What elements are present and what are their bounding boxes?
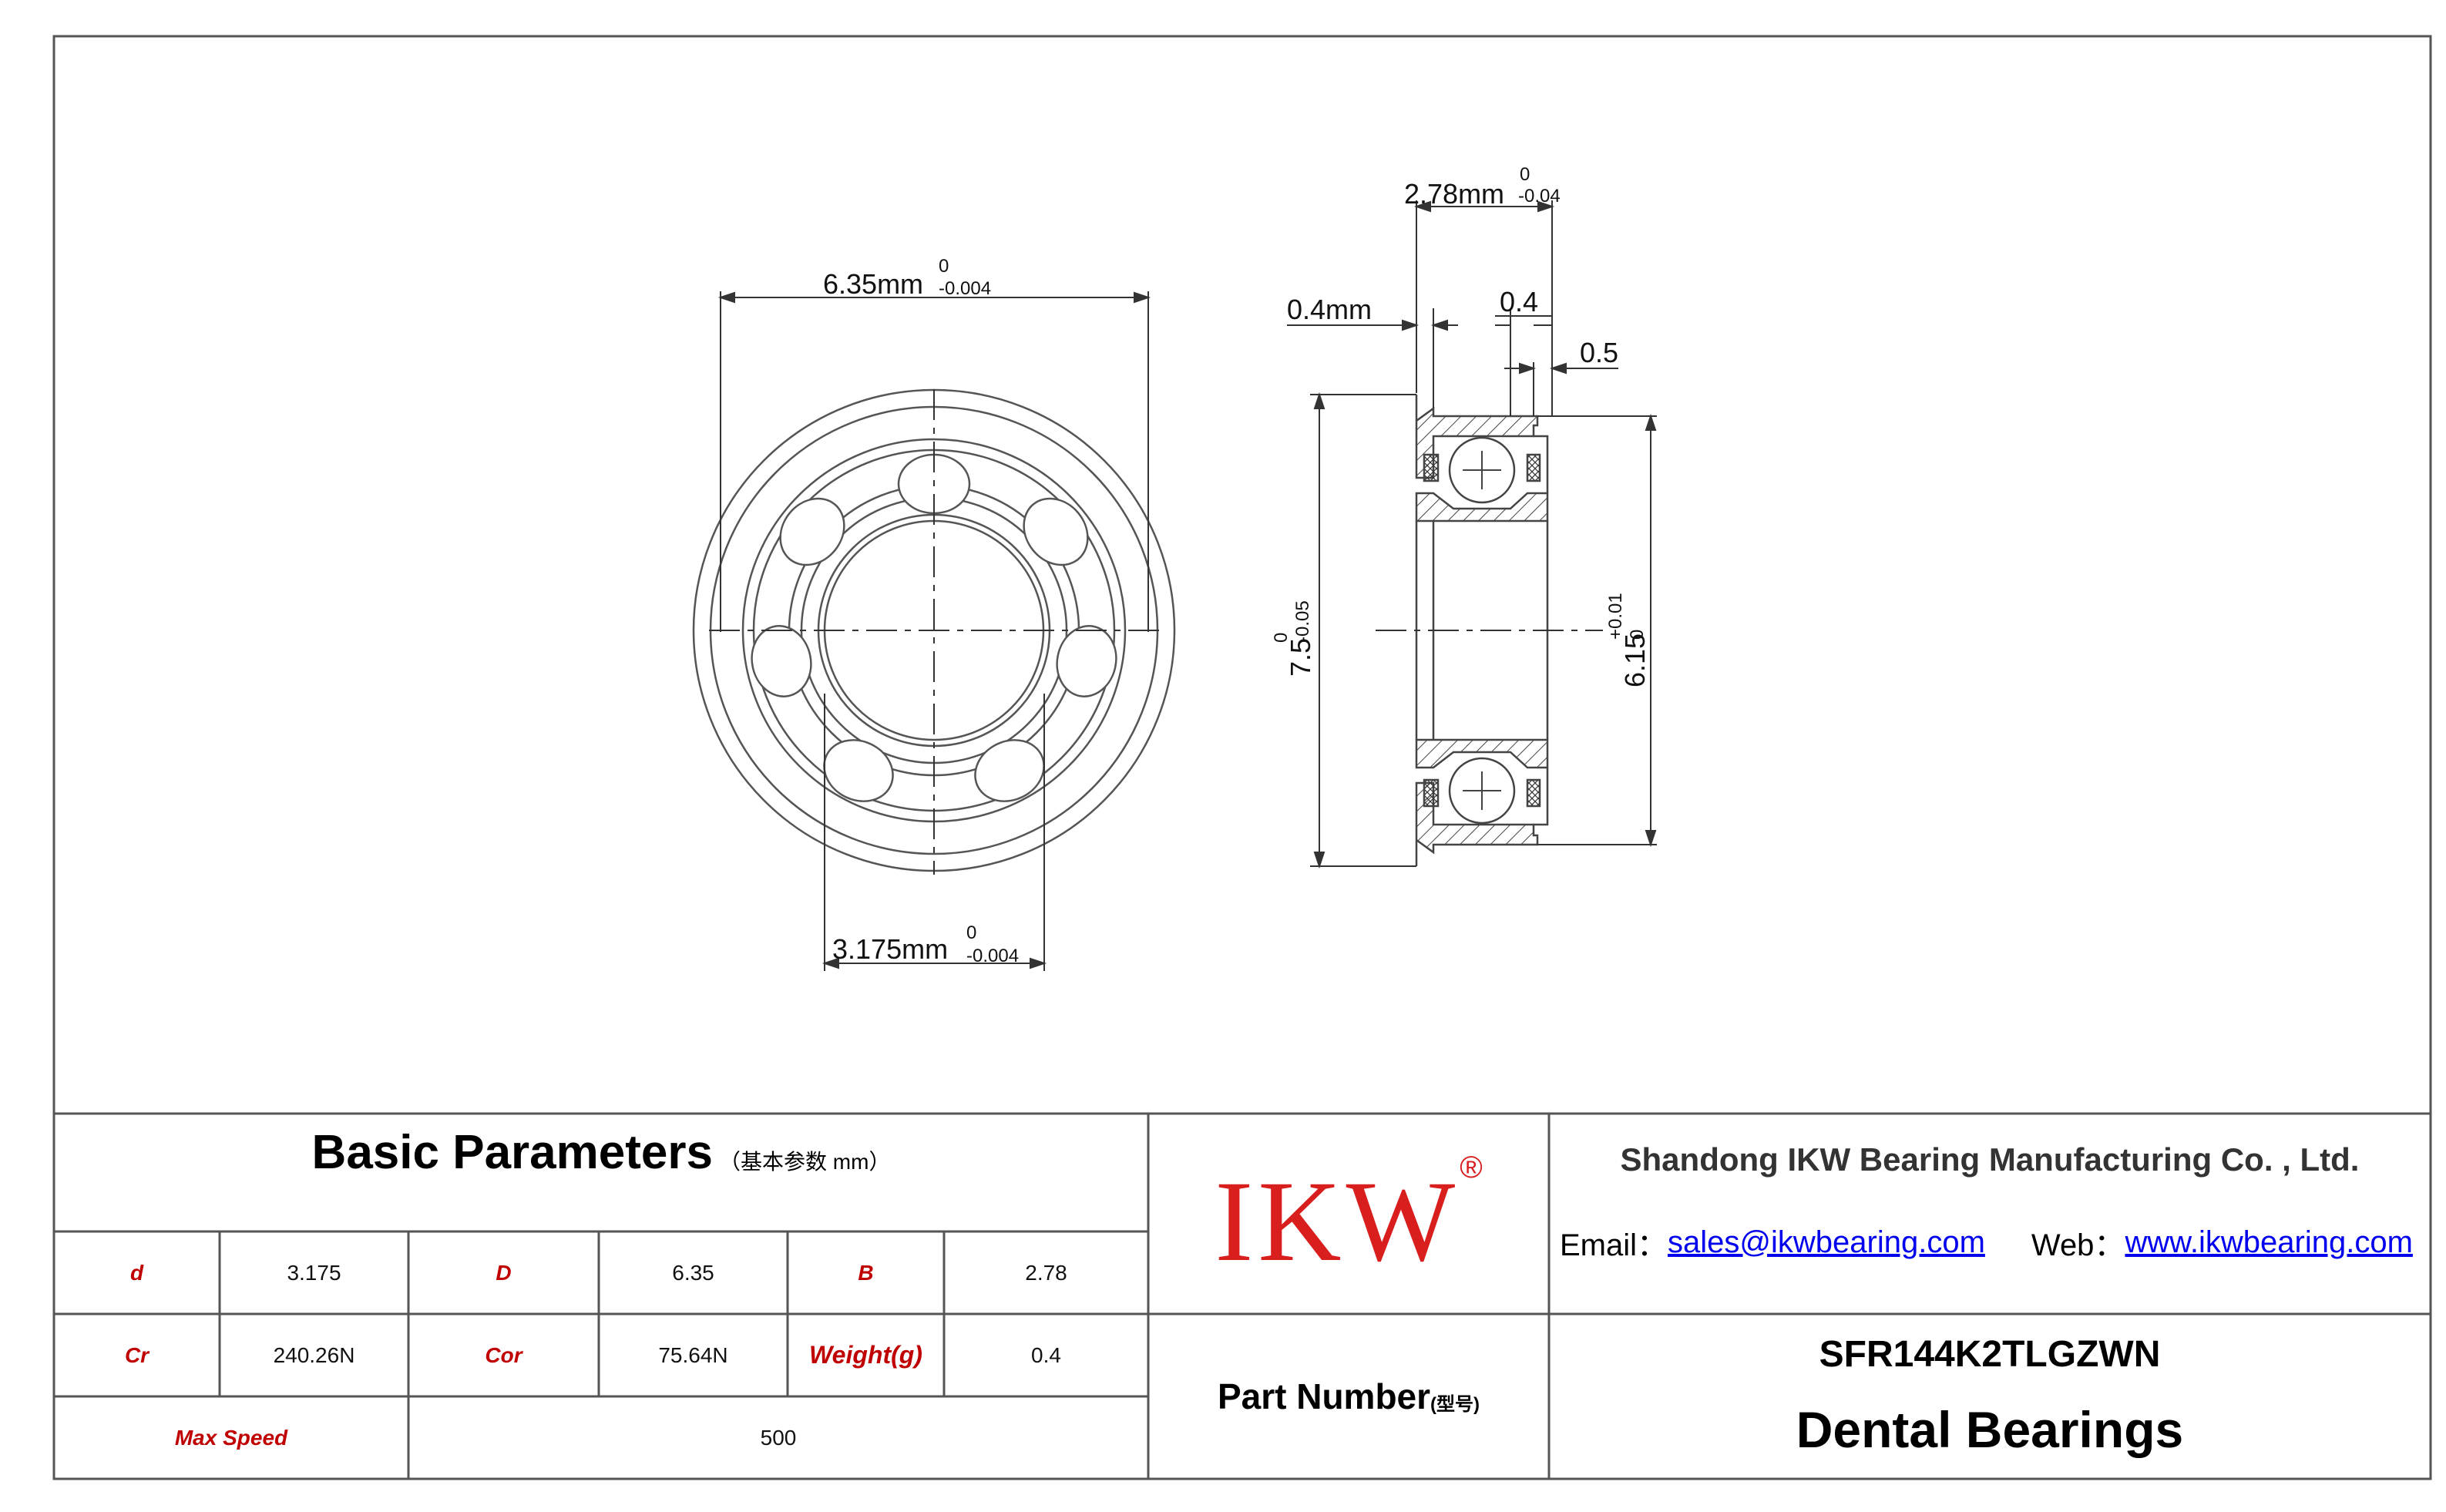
- dim-flange-diameter-lower: -0.05: [1292, 600, 1313, 643]
- front-view: [692, 388, 1176, 875]
- param-label-D: D: [496, 1260, 512, 1285]
- param-value-weight: 0.4: [1031, 1342, 1061, 1367]
- email-label: Email：: [1560, 1228, 1668, 1262]
- param-label-cr: Cr: [124, 1342, 150, 1367]
- param-value-cr: 240.26N: [273, 1342, 355, 1367]
- param-value-B: 2.78: [1025, 1260, 1067, 1285]
- ikw-logo-text: IKW: [1215, 1158, 1460, 1285]
- dim-b: 0.5: [1580, 337, 1618, 368]
- param-value-D: 6.35: [672, 1260, 714, 1285]
- param-label-B: B: [858, 1260, 874, 1285]
- dim-outer-diameter-upper: +0.01: [1605, 593, 1626, 640]
- dim-flange-diameter: 7.5: [1285, 638, 1316, 677]
- table-subtitle: （基本参数 mm）: [719, 1150, 891, 1174]
- company-contact: Email： sales@ikwbearing.com Web： www.ikw…: [1560, 1219, 2423, 1265]
- dim-outer-diameter: 6.15: [1619, 633, 1651, 687]
- dim-bore: 3.175mm: [832, 933, 948, 965]
- section-dimensions: [1287, 200, 1657, 869]
- param-value-cor: 75.64N: [658, 1342, 728, 1367]
- part-number: SFR144K2TLGZWN: [1819, 1333, 2161, 1375]
- company-name: Shandong IKW Bearing Manufacturing Co. ,…: [1620, 1141, 2360, 1178]
- web-label: Web：: [2031, 1228, 2125, 1262]
- param-value-d: 3.175: [287, 1260, 341, 1285]
- dim-outer-diameter-lower: 0: [1627, 630, 1648, 640]
- ikw-logo: IKW ®: [1148, 1114, 1549, 1314]
- part-number-label: Part Number (型号): [1148, 1314, 1549, 1479]
- web-link[interactable]: www.ikwbearing.com: [2125, 1225, 2413, 1259]
- email-link[interactable]: sales@ikwbearing.com: [1668, 1225, 1985, 1259]
- table-title-text: Basic Parameters: [311, 1125, 714, 1179]
- dim-outer-width-lower: -0.004: [939, 278, 991, 299]
- param-label-weight: Weight(g): [809, 1341, 922, 1369]
- dim-bore-lower: -0.004: [966, 946, 1019, 966]
- dim-bore-upper: 0: [966, 922, 976, 943]
- part-number-label-text: Part Number: [1217, 1376, 1431, 1416]
- dim-flange-thickness: 0.4mm: [1287, 294, 1372, 325]
- param-label-max-speed: Max Speed: [174, 1425, 288, 1450]
- table-title: Basic Parameters （基本参数 mm）: [54, 1114, 1148, 1191]
- section-view: [1376, 395, 1603, 866]
- ball-group: [751, 453, 1117, 802]
- part-name: Dental Bearings: [1796, 1401, 2184, 1458]
- part-number-label-cn: (型号): [1430, 1393, 1480, 1415]
- registered-mark: ®: [1460, 1151, 1483, 1184]
- dim-outer-width-upper: 0: [939, 256, 949, 277]
- dim-flange-diameter-upper: 0: [1271, 633, 1292, 643]
- front-dimensions: [717, 291, 1151, 971]
- dim-width-b: 2.78mm: [1404, 178, 1504, 210]
- param-label-d: d: [129, 1260, 144, 1285]
- table-grid: [52, 1112, 2432, 1480]
- dim-a: 0.4: [1500, 286, 1538, 318]
- dim-width-b-lower: -0.04: [1518, 186, 1561, 207]
- param-label-cor: Cor: [485, 1342, 522, 1367]
- param-value-max-speed: 500: [760, 1425, 797, 1450]
- dim-width-b-upper: 0: [1520, 164, 1530, 185]
- dim-outer-width: 6.35mm: [823, 268, 923, 300]
